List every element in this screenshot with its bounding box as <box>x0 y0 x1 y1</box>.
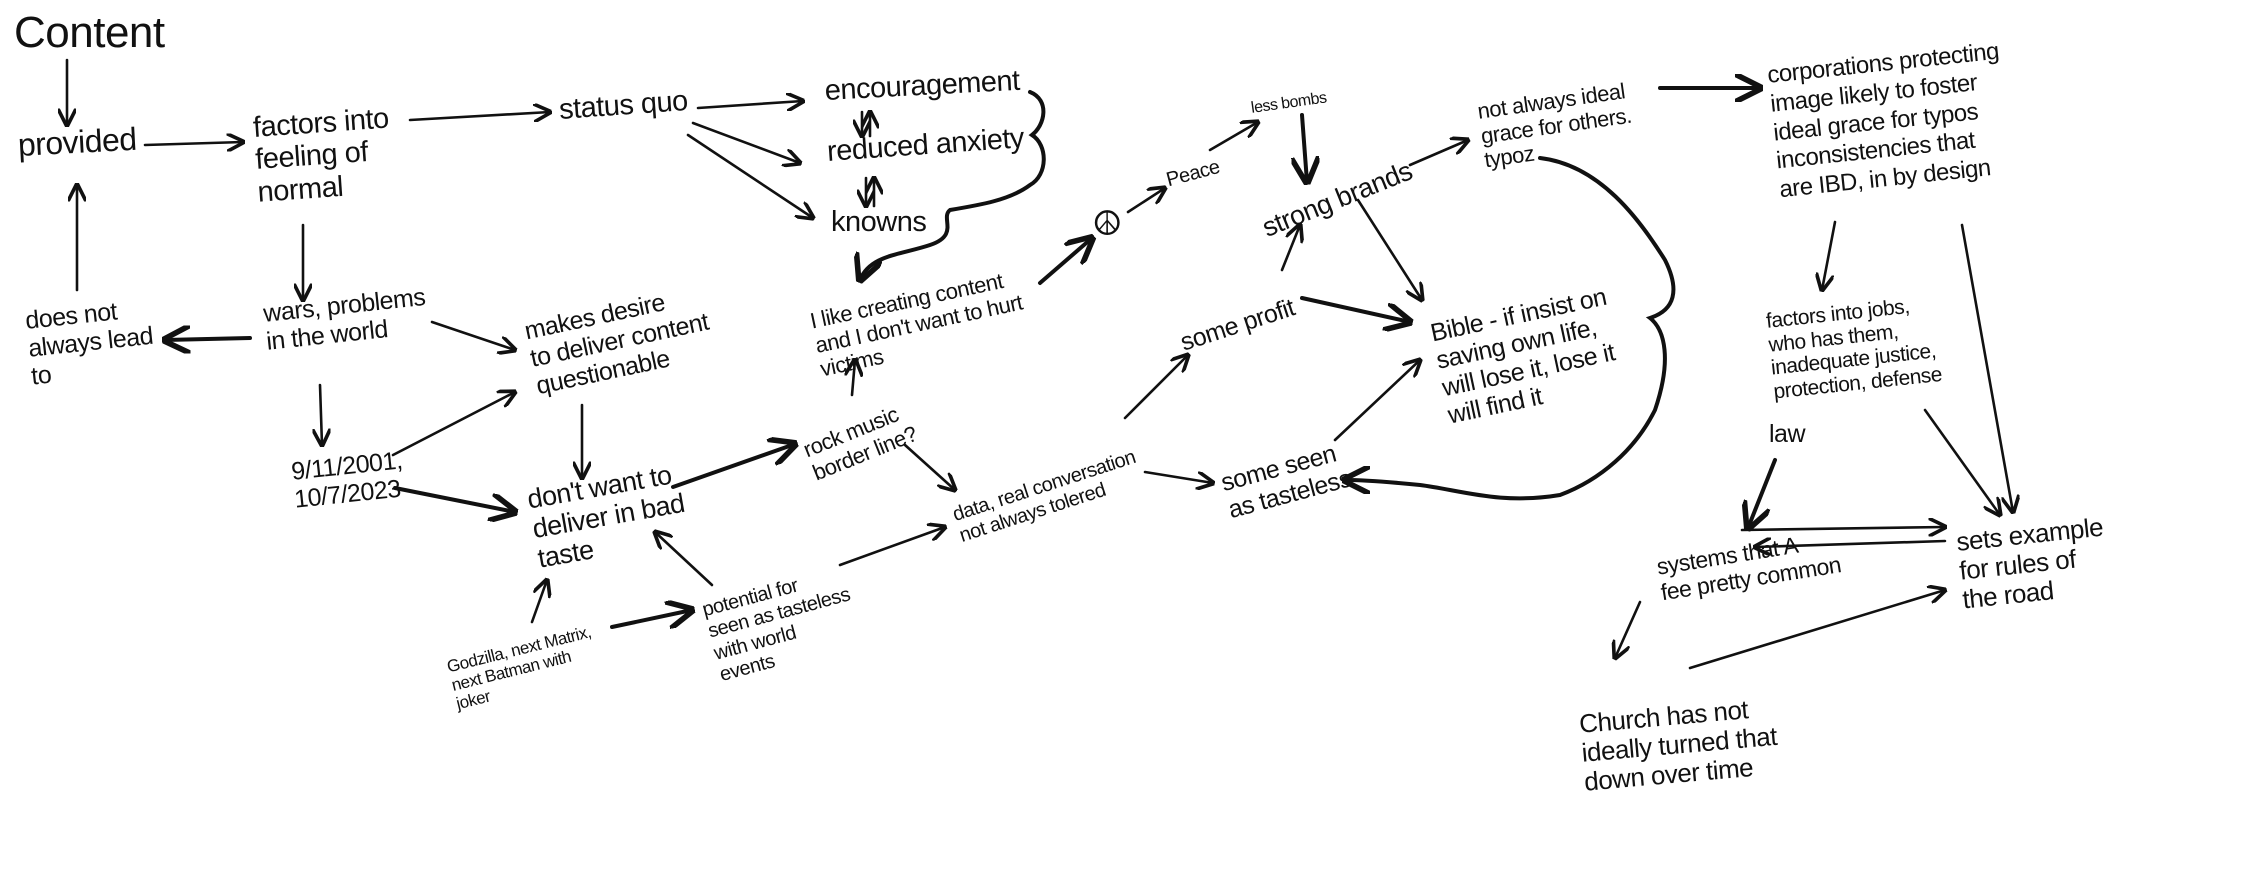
arrow-peace-lessbombs <box>1208 122 1258 152</box>
arrow-corporations-sets <box>1960 223 2013 512</box>
arrow-statusquo-knowns <box>686 133 813 218</box>
arrow-law-systems <box>1748 458 1777 528</box>
arrow-factors-statusquo <box>408 112 550 120</box>
peace-symbol-icon: ☮ <box>1092 205 1122 243</box>
arrow-systems-church <box>1615 600 1642 658</box>
arrow-dates-makesdesire <box>391 392 515 457</box>
arrow-jobs-sets <box>1923 408 2000 515</box>
arrow-godzilla-dontwant <box>530 580 547 624</box>
arrow-corporations-jobs <box>1822 220 1837 290</box>
node-dates: 9/11/2001,10/7/2023 <box>290 446 407 513</box>
arrow-wars-makesdesire <box>430 320 515 350</box>
arrow-wars-doesnot <box>165 338 252 340</box>
arrow-rock-data <box>903 443 955 490</box>
arrow-strongbrands-bible <box>1356 198 1422 300</box>
arrow-dates-dontwant <box>393 486 515 512</box>
arrow-wars-dates <box>320 383 322 445</box>
arrow-someprofit-strongbrands <box>1280 225 1300 272</box>
arrow-systems-sets <box>1740 527 1945 530</box>
arrow-statusquo-reduced <box>691 121 800 163</box>
arrow-peacesign-peace <box>1126 188 1165 214</box>
node-factors-jobs: factors into jobs,who has them,inadequat… <box>1765 292 1943 403</box>
node-content: Content <box>14 8 165 57</box>
arrow-statusquo-encouragement <box>696 101 803 108</box>
arrow-lessbombs-strongbrands <box>1302 113 1307 182</box>
arrow-dontwant-rock <box>671 444 795 489</box>
node-provided: provided <box>16 120 138 163</box>
brace-to-i-like <box>860 90 1046 280</box>
arrow-data-someseen <box>1143 470 1213 483</box>
node-knowns: knowns <box>831 206 927 238</box>
arrow-potential-dontwant <box>655 532 714 587</box>
arrow-provided-factors <box>143 142 243 145</box>
node-law: law <box>1769 420 1806 448</box>
arrow-someprofit-bible <box>1300 296 1410 322</box>
arrow-rock-ilike <box>852 360 855 397</box>
arrow-sets-systems <box>1755 541 1947 547</box>
brace-typoz-someseen <box>1345 156 1676 501</box>
arrow-data-someprofit <box>1123 355 1188 420</box>
arrow-ilike-peacesign <box>1038 238 1092 285</box>
arrow-church-sets <box>1688 590 1945 670</box>
arrow-potential-data <box>838 527 945 567</box>
arrow-someseen-bible <box>1333 360 1420 442</box>
arrow-godzilla-potential <box>610 610 692 629</box>
arrow-strongbrands-notalways <box>1408 140 1468 167</box>
